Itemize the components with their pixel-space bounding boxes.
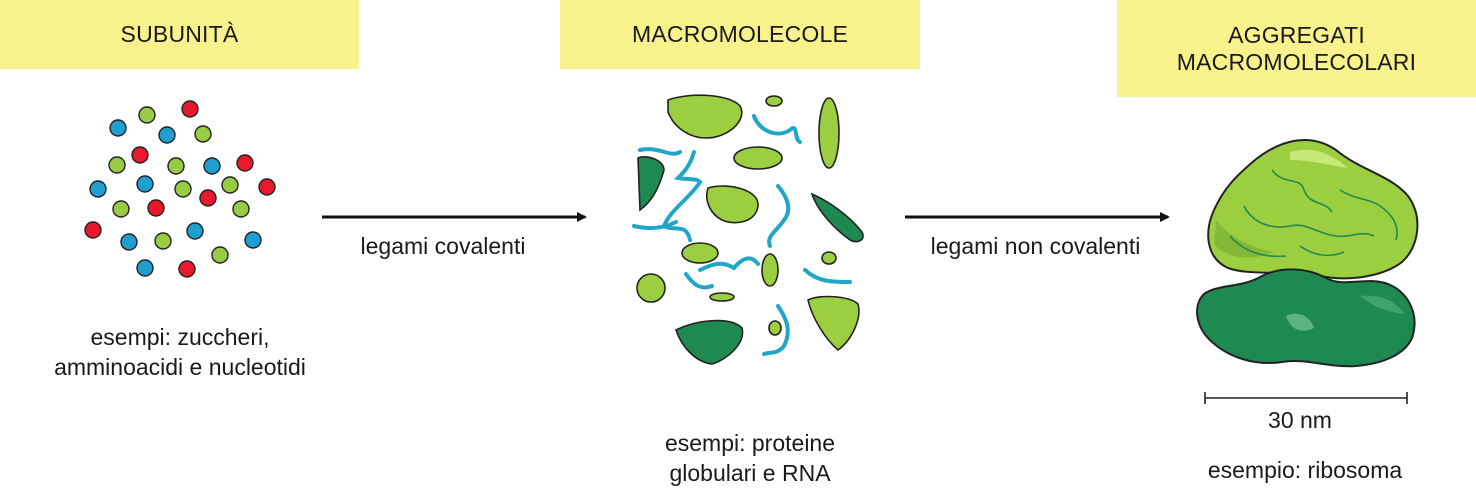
header-aggregates: AGGREGATI MACROMOLECOLARI [1117, 0, 1476, 97]
ribosome [1196, 138, 1419, 368]
subunit-dot [181, 100, 199, 118]
protein-blob [667, 94, 743, 139]
subunit-dot [136, 175, 154, 193]
rna-strands [632, 114, 852, 356]
example-macromolecules-line1: esempi: proteine [664, 430, 836, 456]
subunit-dot [203, 157, 221, 175]
macromolecules-cluster [636, 94, 864, 365]
subunit-dot [236, 154, 254, 172]
subunit-dot [174, 180, 192, 198]
ribosome-highlight [1360, 295, 1404, 314]
protein-blob [818, 97, 840, 169]
protein-blob [761, 253, 779, 287]
header-subunits: SUBUNITÀ [0, 0, 359, 69]
header-macromolecules-text: MACROMOLECOLE [631, 21, 849, 47]
protein-blob-dark [810, 192, 864, 243]
rna-strand [638, 147, 682, 156]
ribosome-highlight [1286, 313, 1314, 331]
subunit-dot [89, 180, 107, 198]
scale-bar [1204, 392, 1408, 404]
example-macromolecules-line2: globulari e RNA [669, 460, 831, 486]
subunit-dot [108, 156, 126, 174]
rna-strand [632, 220, 678, 231]
protein-blob [765, 95, 783, 107]
subunit-dot [258, 178, 276, 196]
protein-blob [807, 295, 860, 352]
protein-blob [706, 185, 759, 224]
rna-strand [698, 256, 760, 272]
subunit-dot [244, 231, 262, 249]
subunit-dot [112, 200, 130, 218]
subunit-dot [147, 199, 165, 217]
label-noncovalent-bonds: legami non covalenti [930, 233, 1141, 259]
subunit-dot [109, 119, 127, 137]
subunit-dot [199, 189, 217, 207]
scale-bar-label: 30 nm [1268, 407, 1332, 433]
subunit-dot [186, 222, 204, 240]
header-aggregates-line2: MACROMOLECOLARI [1176, 48, 1417, 75]
rna-strand [752, 114, 802, 144]
subunit-dot [131, 146, 149, 164]
subunit-dot [167, 157, 185, 175]
example-macromolecules: esempi: proteine globulari e RNA [600, 428, 900, 488]
header-macromolecules: MACROMOLECOLE [560, 0, 920, 69]
protein-blob [821, 251, 837, 265]
rna-strand [767, 184, 791, 248]
protein-blob-dark [675, 319, 744, 365]
subunit-dot [194, 125, 212, 143]
example-subunits-line2: amminoacidi e nucleotidi [54, 354, 306, 380]
header-subunits-text: SUBUNITÀ [120, 21, 239, 47]
subunit-dot [136, 259, 154, 277]
rna-strand [762, 304, 790, 356]
rna-strand [803, 268, 852, 284]
protein-blob [681, 242, 719, 264]
ribosome-shade [1214, 220, 1274, 258]
subunit-dot [154, 232, 172, 250]
example-aggregates: esempio: ribosoma [1207, 457, 1403, 483]
ribosome-rna-lines [1229, 169, 1398, 258]
subunit-dot [232, 200, 250, 218]
example-subunits: esempi: zuccheri, amminoacidi e nucleoti… [20, 322, 340, 382]
protein-blob [768, 320, 782, 336]
subunit-dot [138, 106, 156, 124]
subunit-dot [211, 246, 229, 264]
protein-blob-dark [637, 155, 665, 212]
subunit-dot [221, 176, 239, 194]
ribosome-large-subunit [1207, 138, 1419, 280]
protein-blob [636, 273, 666, 303]
label-covalent-bonds: legami covalenti [360, 233, 526, 259]
ribosome-highlight [1290, 149, 1348, 168]
protein-blob [733, 146, 783, 170]
header-aggregates-line1: AGGREGATI [1228, 21, 1365, 48]
subunit-dot [120, 233, 138, 251]
subunit-dot [158, 126, 176, 144]
subunit-dots [84, 100, 276, 278]
rna-strand [684, 272, 714, 290]
subunit-dot [84, 221, 102, 239]
rna-strand [661, 150, 703, 242]
example-subunits-line1: esempi: zuccheri, [90, 324, 270, 350]
protein-blob [709, 292, 735, 302]
subunit-dot [178, 260, 196, 278]
